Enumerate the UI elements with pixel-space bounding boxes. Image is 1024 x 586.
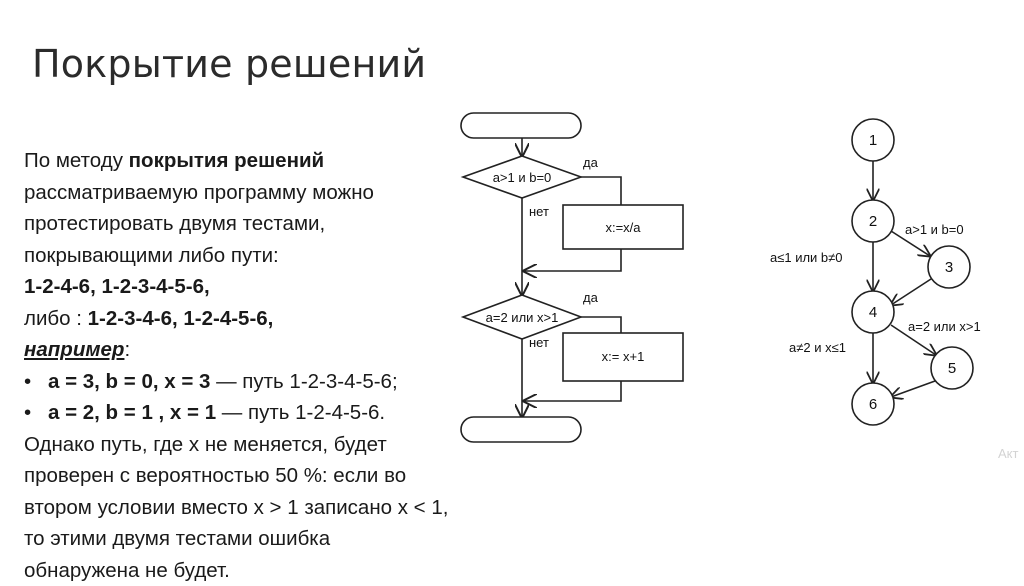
process-2-label: x:= x+1 <box>602 349 645 364</box>
edge-3-4 <box>891 279 931 305</box>
text-span: По методу <box>24 149 129 172</box>
node-label: 6 <box>869 396 877 413</box>
bullet-marker: • <box>24 397 48 429</box>
text-span: — путь 1-2-3-4-5-6; <box>210 370 397 393</box>
body-text: По методу покрытия решений рассматриваем… <box>24 145 504 586</box>
end-terminal <box>461 417 581 442</box>
decision-1-no-label: нет <box>529 204 549 219</box>
text-line: покрывающими либо пути: <box>24 240 504 272</box>
page-title: Покрытие решений <box>32 42 426 86</box>
process-1-label: x:=x/a <box>605 220 641 235</box>
node-label: 5 <box>948 360 956 377</box>
node-label: 3 <box>945 259 953 276</box>
text-line: Однако путь, где x не меняется, будет <box>24 429 504 461</box>
decision-1-yes-label: да <box>583 155 599 170</box>
node-label: 1 <box>869 132 877 149</box>
text-line: рассматриваемую программу можно <box>24 177 504 209</box>
text-line: либо : 1-2-3-4-6, 1-2-4-5-6, <box>24 303 504 335</box>
start-terminal <box>461 113 581 138</box>
test-values: a = 3, b = 0, x = 3 <box>48 370 210 393</box>
text-line: проверен с вероятностью 50 %: если во <box>24 460 504 492</box>
edge-label-2-3: a>1 и b=0 <box>905 222 964 237</box>
text-line: протестировать двумя тестами, <box>24 208 504 240</box>
test-values: a = 2, b = 1 , x = 1 <box>48 401 216 424</box>
edge-label-4-5: a=2 или x>1 <box>908 319 981 334</box>
text-line: например: <box>24 334 504 366</box>
flowchart: a>1 и b=0 да нет x:=x/a a=2 или x>1 да н… <box>455 105 695 445</box>
decision-2-yes-label: да <box>583 290 599 305</box>
text-line: втором условии вместо x > 1 записано x <… <box>24 492 504 524</box>
text-line: По методу покрытия решений <box>24 145 504 177</box>
decision-2-label: a=2 или x>1 <box>486 310 559 325</box>
node-label: 2 <box>869 213 877 230</box>
edge-5-6 <box>891 381 935 397</box>
node-label: 4 <box>869 304 877 321</box>
edge-label-2-4: a≤1 или b≠0 <box>770 250 843 265</box>
path-list: 1-2-3-4-6, 1-2-4-5-6, <box>88 307 274 330</box>
text-line: обнаружена не будет. <box>24 555 504 586</box>
bullet-item: •a = 2, b = 1 , x = 1 — путь 1-2-4-5-6. <box>24 397 504 429</box>
control-flow-graph: 1 2 3 4 5 6 a>1 и b=0 a≤1 или b≠0 a=2 ил… <box>760 95 1010 435</box>
edge-label-4-6: a≠2 и x≤1 <box>789 340 846 355</box>
decision-2-no-label: нет <box>529 335 549 350</box>
bullet-marker: • <box>24 366 48 398</box>
bullet-item: •a = 3, b = 0, x = 3 — путь 1-2-3-4-5-6; <box>24 366 504 398</box>
text-span: : <box>124 338 130 361</box>
text-line: то этими двумя тестами ошибка <box>24 523 504 555</box>
path-list: 1-2-4-6, 1-2-3-4-5-6, <box>24 271 504 303</box>
text-span: либо : <box>24 307 88 330</box>
example-heading: например <box>24 338 124 361</box>
emphasis-text: покрытия решений <box>129 149 325 172</box>
decision-1-label: a>1 и b=0 <box>493 170 552 185</box>
text-span: — путь 1-2-4-5-6. <box>216 401 385 424</box>
watermark: Акт <box>998 446 1018 461</box>
